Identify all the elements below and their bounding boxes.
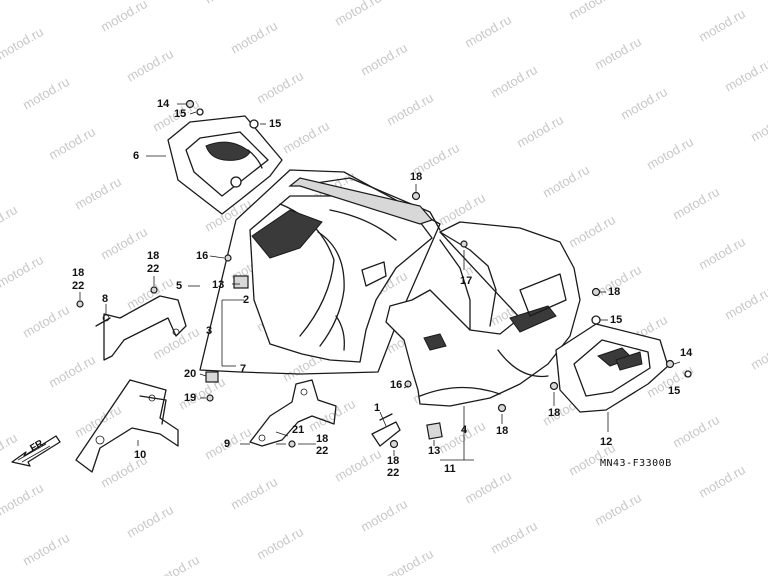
screw-17 [460, 240, 468, 248]
part-1-stay [371, 413, 401, 447]
callout-18-right: 18 [608, 286, 621, 298]
part-6-inner-panel [167, 115, 283, 215]
part-12-side-panel [555, 323, 669, 413]
callout-15-right: 15 [610, 314, 623, 326]
grommet-20 [205, 371, 219, 383]
callout-3: 3 [206, 325, 213, 337]
callout-22-lower-center: 22 [316, 445, 329, 457]
callout-8: 8 [102, 293, 109, 305]
screw-16-right [404, 380, 412, 388]
callout-12: 12 [600, 436, 613, 448]
washer-15-top-right [249, 119, 259, 129]
callout-18-lower-center: 18 [316, 433, 329, 445]
diagram-code: MN43-F3300B [600, 458, 672, 469]
callout-15-right-b: 15 [668, 385, 681, 397]
callout-13-right: 13 [428, 445, 441, 457]
callout-14-top: 14 [157, 98, 170, 110]
washer-15-top [196, 108, 204, 116]
callout-6: 6 [133, 150, 140, 162]
callout-16-left: 16 [196, 250, 209, 262]
part-9-bracket [249, 379, 337, 447]
callout-18-mid-right: 18 [548, 407, 561, 419]
bolt-18-right [591, 287, 601, 297]
callout-17: 17 [460, 275, 473, 287]
bolt-18-left-b [76, 300, 84, 308]
callout-20: 20 [184, 368, 197, 380]
callout-13-left: 13 [212, 279, 225, 291]
front-direction-arrow [11, 435, 61, 467]
callout-4: 4 [461, 424, 468, 436]
callout-22-left-a: 22 [147, 263, 160, 275]
callout-7: 7 [240, 363, 247, 375]
bolt-14-top [185, 99, 195, 109]
callout-18-left-b: 18 [72, 267, 85, 279]
bolt-18-mid-right [549, 381, 559, 391]
screw-16-left [224, 254, 232, 262]
part-8-bracket [95, 295, 187, 361]
bolt-18-lower-left [389, 439, 399, 449]
leader-lines [79, 103, 681, 461]
part-13-grommet-right [426, 422, 443, 440]
bolt-19 [206, 394, 214, 402]
callout-15-top: 15 [174, 108, 187, 120]
callout-22-lower-left: 22 [387, 467, 400, 479]
washer-15-right [591, 315, 601, 325]
part-4-side-cowl [385, 221, 581, 407]
callout-5: 5 [176, 280, 183, 292]
callout-22-left-b: 22 [72, 280, 85, 292]
callout-10: 10 [134, 449, 147, 461]
callout-1: 1 [374, 402, 381, 414]
part-10-bracket [75, 379, 179, 473]
callout-21: 21 [292, 424, 305, 436]
bolt-18-left-a [150, 286, 158, 294]
callout-18-lower-left: 18 [387, 455, 400, 467]
callout-14-right: 14 [680, 347, 693, 359]
bolt-14-right [665, 359, 675, 369]
callout-9: 9 [224, 438, 231, 450]
callout-19: 19 [184, 392, 197, 404]
bolt-18-lower [497, 403, 507, 413]
washer-15-right-b [684, 370, 692, 378]
fasteners [76, 99, 692, 449]
bolt-18-lower-center [288, 440, 296, 448]
callout-16-right: 16 [390, 379, 403, 391]
part-13-grommet-left [233, 275, 249, 289]
callout-18-top: 18 [410, 171, 423, 183]
callout-2: 2 [243, 294, 250, 306]
callout-11: 11 [444, 463, 456, 475]
callout-18-lower: 18 [496, 425, 509, 437]
bolt-18-top [411, 191, 421, 201]
callout-15-top-right: 15 [269, 118, 282, 130]
callout-18-left-a: 18 [147, 250, 160, 262]
part-5-center-cowl [199, 169, 441, 375]
